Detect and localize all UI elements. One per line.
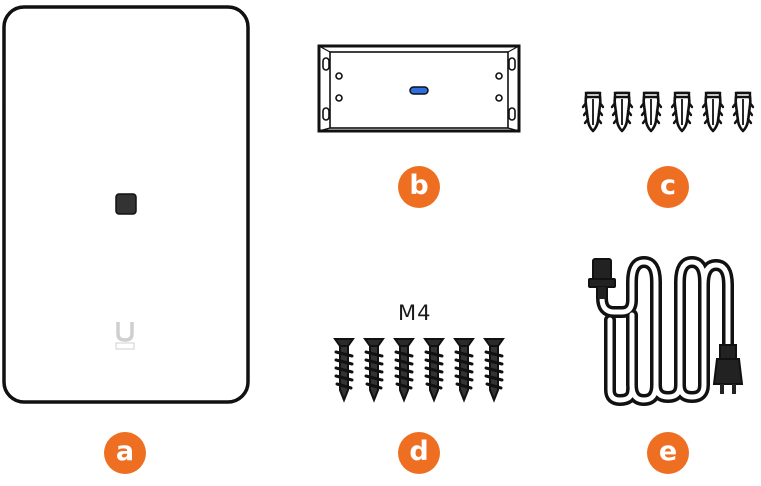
- connector-plug-icon: [588, 258, 616, 299]
- power-cable-e: [588, 256, 744, 406]
- wall-anchors-c: [581, 91, 755, 133]
- badge-c: c: [647, 166, 689, 208]
- screw-size-label: M4: [398, 301, 432, 325]
- badge-b: b: [398, 166, 440, 208]
- mains-plug-icon: [712, 344, 744, 394]
- device-sensor: [115, 193, 137, 215]
- screws-d: [333, 337, 505, 402]
- badge-e: e: [647, 432, 689, 474]
- unifi-logo-icon: [115, 322, 135, 350]
- badge-d: d: [398, 432, 440, 474]
- mounting-bracket-b: [317, 44, 521, 133]
- badge-a: a: [104, 432, 146, 474]
- bracket-led-slot: [409, 86, 429, 95]
- device-a: [2, 5, 250, 404]
